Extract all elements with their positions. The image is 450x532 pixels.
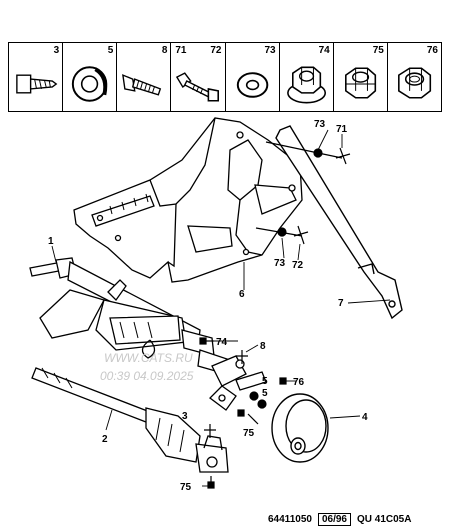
nut-76-marker [279, 377, 287, 385]
callout-75-bottom: 75 [180, 482, 192, 493]
legend-number: 3 [53, 45, 60, 56]
bracket-fasteners [255, 141, 351, 245]
parts-legend: 3 5 8 71 72 73 [8, 42, 442, 112]
drawing-code: 64411050 [268, 514, 312, 525]
callout-76: 76 [293, 377, 305, 388]
drawing-ref: QU 41C05A [356, 514, 412, 525]
pulley-unit [271, 393, 329, 463]
bushing-icon [71, 66, 108, 102]
washer-73-top [313, 148, 323, 158]
steering-column-exploded-view: WWW.CATS.RU 00:39 04.09.2025 1 2 3 4 5 5… [29, 117, 403, 493]
legend-number: 5 [107, 45, 114, 56]
flange-nut-icon [286, 66, 326, 104]
leader-lines [51, 129, 391, 487]
bushing-5-a [249, 391, 259, 401]
washer-73-lower [277, 227, 287, 237]
legend-cell-3: 3 [9, 43, 64, 111]
callout-8: 8 [260, 341, 266, 352]
washer-icon [236, 72, 268, 98]
nut-75-marker [237, 409, 245, 417]
bolt-8-marker [236, 350, 248, 364]
legend-cell-71-72: 71 72 [171, 43, 226, 111]
bolt-72-lower [293, 225, 309, 245]
callout-3: 3 [182, 411, 188, 422]
callout-7: 7 [338, 298, 344, 309]
bolt-icon [122, 74, 162, 96]
watermark-line1: WWW.CATS.RU [104, 351, 193, 365]
callout-73-lower: 73 [274, 258, 286, 269]
legend-number: 72 [210, 45, 222, 56]
legend-cell-73: 73 [226, 43, 280, 111]
callout-72: 72 [292, 260, 304, 271]
lower-intermediate-shaft [31, 367, 229, 473]
callout-74: 74 [216, 337, 228, 348]
callout-2: 2 [102, 434, 108, 445]
callout-6: 6 [239, 289, 245, 300]
callout-5b: 5 [262, 388, 268, 399]
legend-number: 73 [264, 45, 276, 56]
callout-73-top: 73 [314, 119, 326, 130]
legend-cell-8: 8 [117, 43, 172, 111]
legend-cell-76: 76 [388, 43, 441, 111]
legend-number: 75 [372, 45, 384, 56]
upper-steering-column [29, 257, 231, 375]
hex-nut-icon [397, 67, 431, 99]
screw-3-marker [204, 424, 216, 438]
callout-4: 4 [362, 412, 368, 423]
brace-rod [275, 125, 403, 320]
callout-5a: 5 [262, 376, 268, 387]
legend-number: 74 [318, 45, 330, 56]
locknut-icon [344, 67, 376, 99]
nut-74-marker [199, 337, 207, 345]
bolt-71-top [335, 147, 351, 165]
legend-number: 8 [161, 45, 168, 56]
screw-icon [16, 74, 58, 94]
callout-71: 71 [336, 124, 348, 135]
drawing-date: 06/96 [317, 513, 351, 526]
legend-cell-5: 5 [63, 43, 118, 111]
drawing-reference: 64411050 06/96 QU 41C05A [268, 513, 411, 526]
callout-75-mid: 75 [243, 428, 255, 439]
watermark-line2: 00:39 04.09.2025 [100, 369, 194, 383]
nut-75-bottom-marker [207, 481, 215, 489]
flange-bolt-icon [176, 72, 220, 102]
legend-cell-74: 74 [280, 43, 334, 111]
pedal-bracket [73, 117, 303, 283]
legend-number: 71 [175, 45, 187, 56]
legend-cell-75: 75 [334, 43, 388, 111]
legend-number: 76 [426, 45, 438, 56]
callout-1: 1 [48, 236, 54, 247]
universal-joint [209, 355, 267, 411]
bushing-5-b [257, 399, 267, 409]
